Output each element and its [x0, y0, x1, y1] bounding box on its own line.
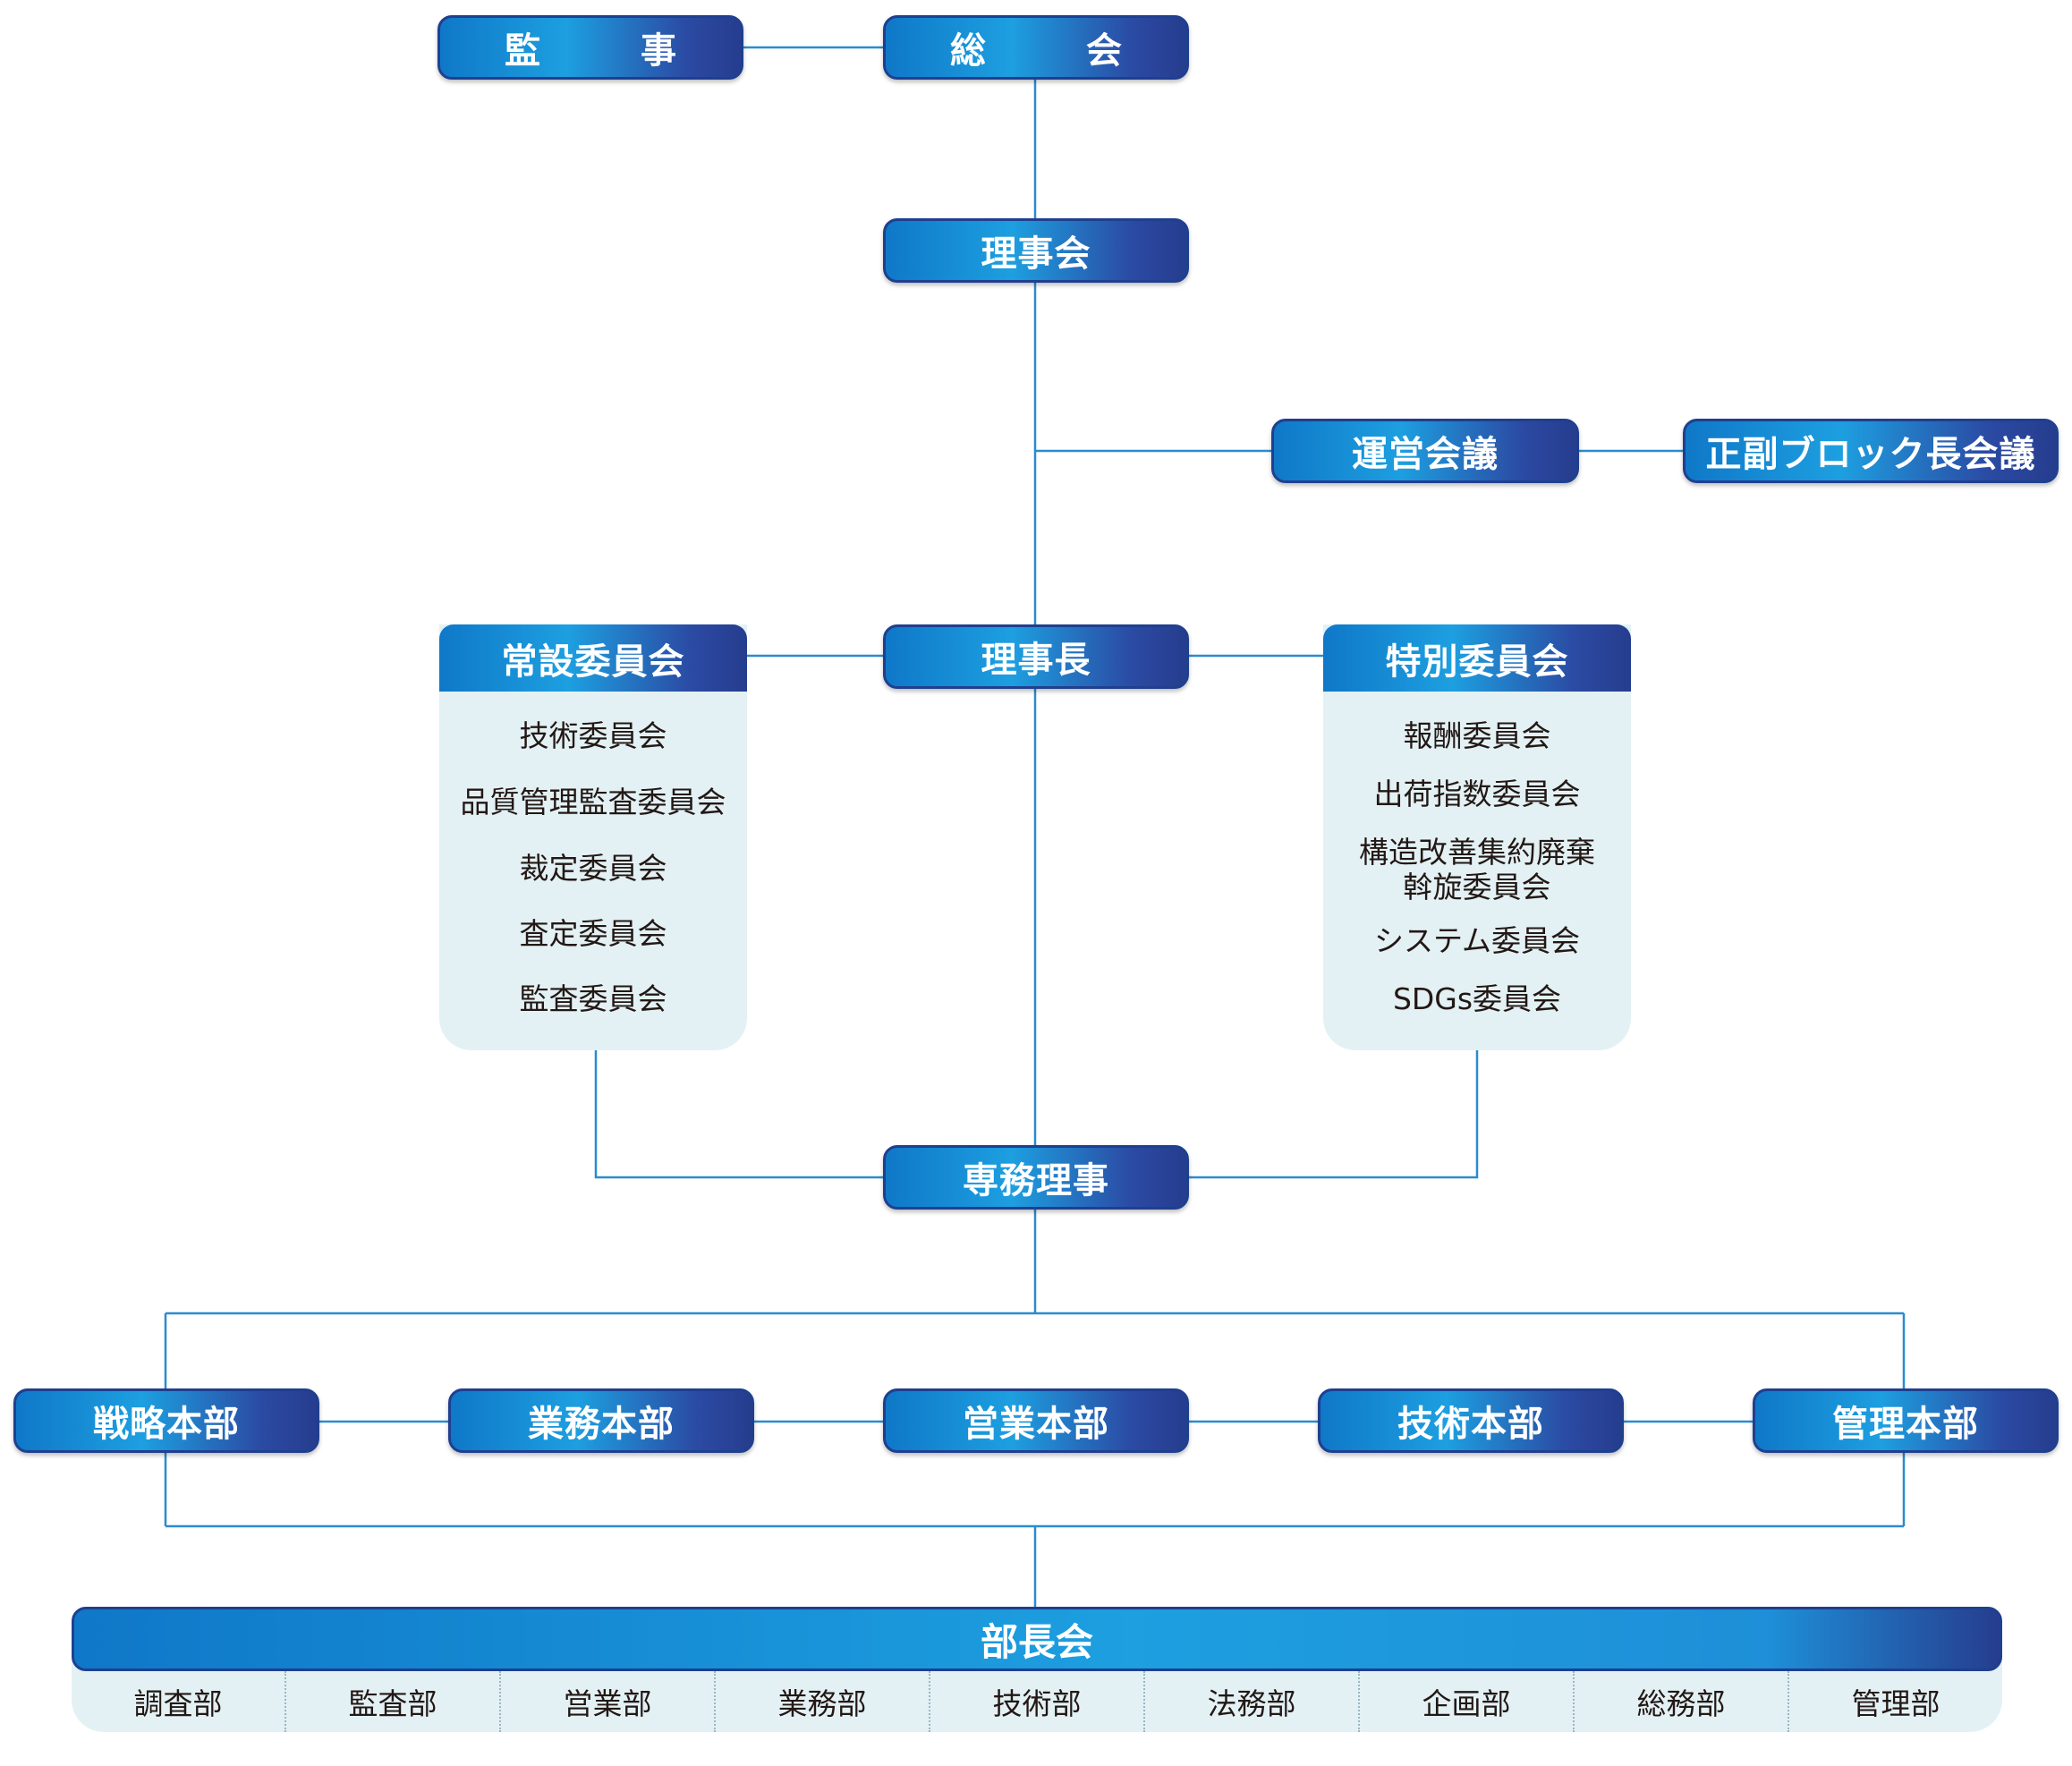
standing-item: 監査委員会	[519, 981, 667, 1016]
department-council-title: 部長会	[72, 1607, 2002, 1671]
block-leaders-box: 正副ブロック長会議	[1683, 419, 2059, 483]
department-item: 企画部	[1358, 1671, 1573, 1732]
department-item: 監査部	[284, 1671, 499, 1732]
hq-technology-box: 技術本部	[1318, 1388, 1624, 1453]
department-item: 技術部	[929, 1671, 1143, 1732]
special-item: SDGs委員会	[1392, 981, 1562, 1016]
steering-box: 運営会議	[1271, 419, 1579, 483]
department-council-panel: 部長会 調査部 監査部 営業部 業務部 技術部 法務部 企画部 総務部 管理部	[72, 1607, 2002, 1732]
standing-item: 裁定委員会	[519, 851, 667, 886]
special-committee-title: 特別委員会	[1323, 624, 1631, 692]
hq-strategy-box: 戦略本部	[13, 1388, 319, 1453]
hq-operations-box: 業務本部	[448, 1388, 754, 1453]
chairman-box: 理事長	[883, 624, 1189, 689]
general-assembly-box: 総 会	[883, 15, 1189, 80]
special-item: 構造改善集約廃棄	[1359, 835, 1595, 870]
department-item: 営業部	[499, 1671, 714, 1732]
special-item: 出荷指数委員会	[1373, 777, 1581, 811]
standing-item: 技術委員会	[519, 718, 667, 753]
special-item: システム委員会	[1373, 923, 1580, 958]
auditor-box: 監 事	[437, 15, 743, 80]
standing-committee-title: 常設委員会	[439, 624, 747, 692]
board-box: 理事会	[883, 218, 1189, 283]
special-item: 報酬委員会	[1403, 718, 1551, 753]
standing-item: 査定委員会	[519, 916, 667, 951]
department-item: 業務部	[714, 1671, 929, 1732]
department-item: 法務部	[1143, 1671, 1358, 1732]
hq-management-box: 管理本部	[1753, 1388, 2059, 1453]
department-list: 調査部 監査部 営業部 業務部 技術部 法務部 企画部 総務部 管理部	[72, 1671, 2002, 1732]
special-item: 斡旋委員会	[1403, 870, 1551, 904]
standing-committee-panel: 常設委員会 技術委員会 品質管理監査委員会 裁定委員会 査定委員会 監査委員会	[439, 624, 747, 1050]
department-item: 総務部	[1573, 1671, 1788, 1732]
special-committee-panel: 特別委員会 報酬委員会 出荷指数委員会 構造改善集約廃棄 斡旋委員会 システム委…	[1323, 624, 1631, 1050]
hq-sales-box: 営業本部	[883, 1388, 1189, 1453]
department-item: 管理部	[1788, 1671, 2002, 1732]
standing-item: 品質管理監査委員会	[460, 785, 726, 819]
department-item: 調査部	[133, 1686, 223, 1721]
executive-director-box: 専務理事	[883, 1145, 1189, 1210]
